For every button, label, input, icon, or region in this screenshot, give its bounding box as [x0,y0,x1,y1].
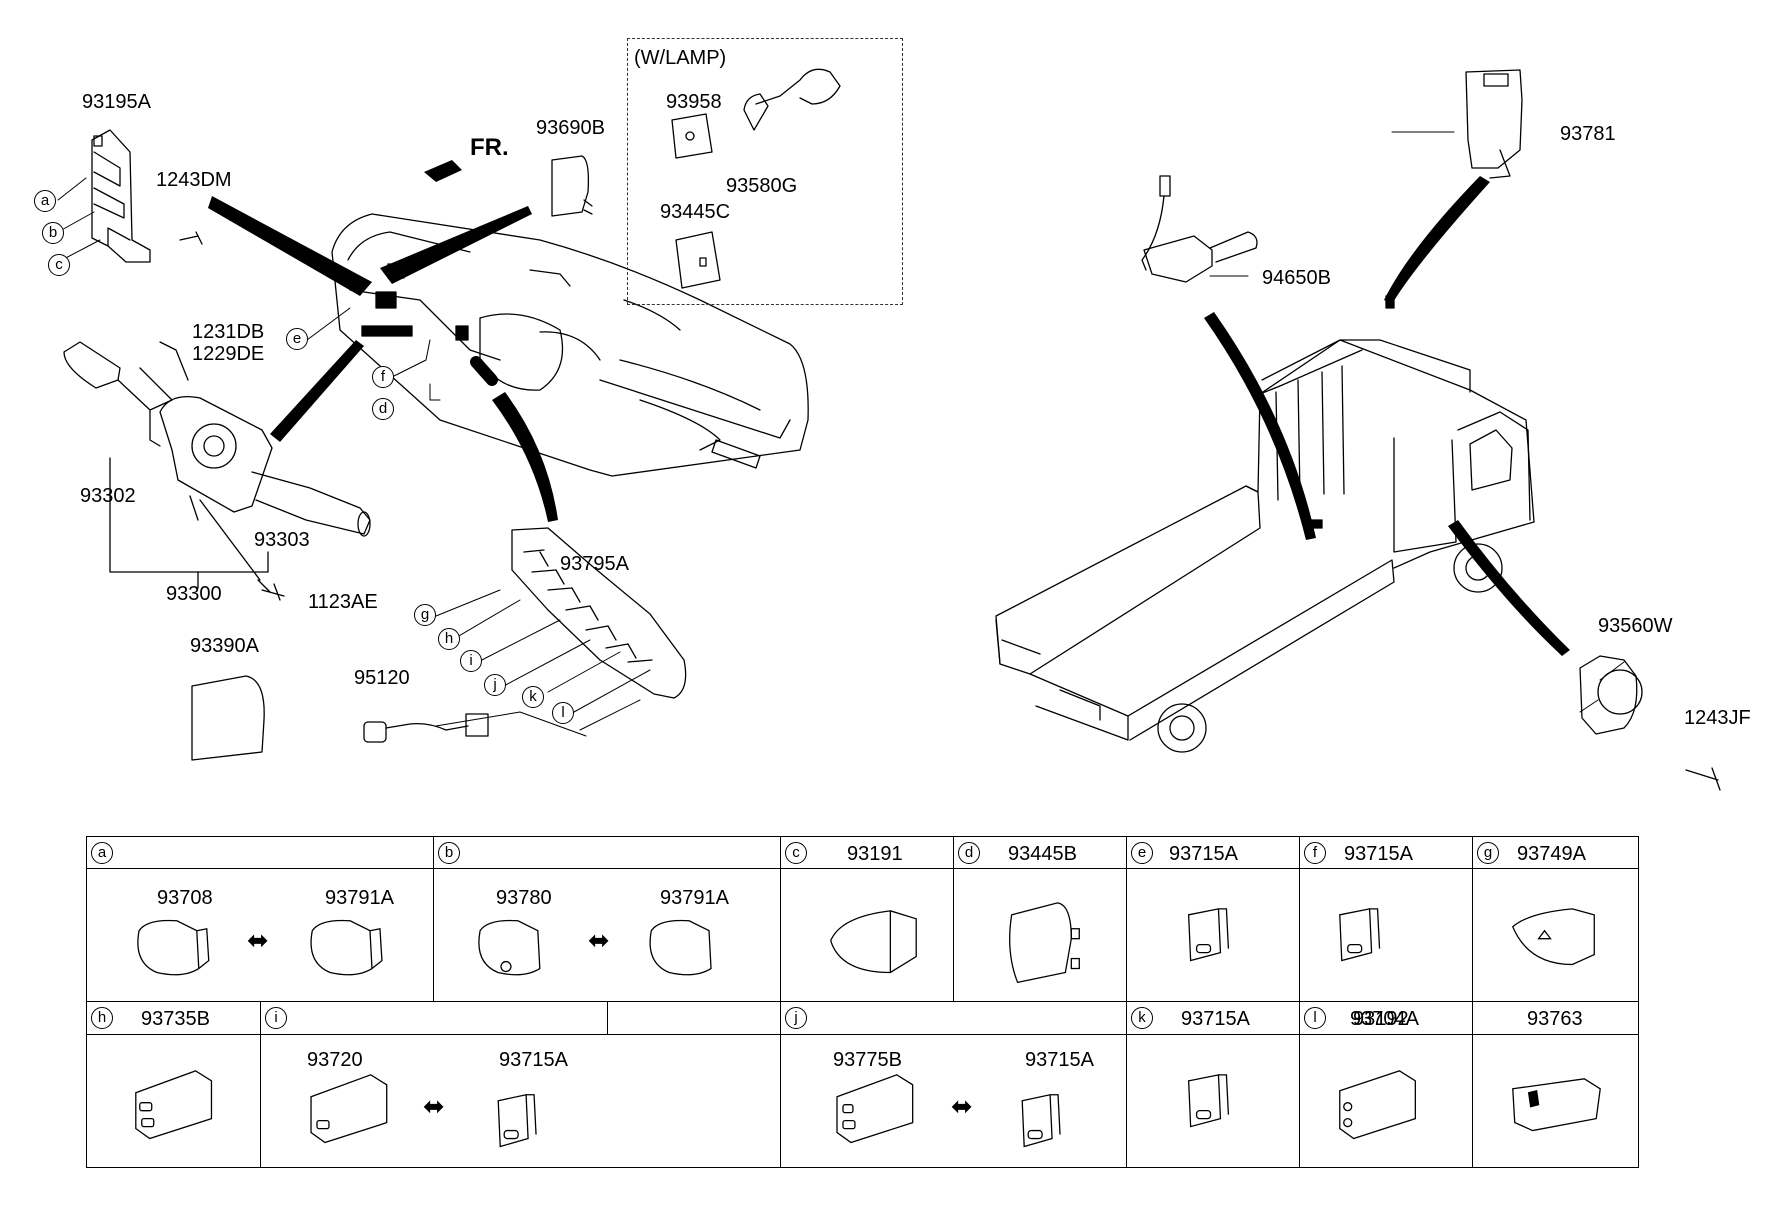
letter-b-callout: b [42,222,64,244]
callout-93303: 93303 [254,529,310,551]
screw-1243DM [179,231,203,245]
callout-93795A: 93795A [560,553,629,575]
legend-cell-93192-93763 [1472,1033,1639,1169]
callout-93781: 93781 [1560,123,1616,145]
legend-cell-a: 93708 93791A ⬌ [86,868,434,1003]
bezel-93795A-drawing [511,527,687,699]
cover-93390A [191,675,265,761]
legend-cell-j: 93775B 93715A ⬌ [780,1033,1127,1169]
sensor-94650B-drawing [1141,175,1258,283]
wlamp-group-box [627,38,903,305]
bracket-93195A-drawing [91,129,151,263]
callout-1243JF: 1243JF [1684,707,1751,729]
swap-arrow: ⬌ [247,925,269,956]
swap-arrow: ⬌ [951,1090,973,1121]
callout-93445C: 93445C [660,201,731,223]
letter-c-callout: c [48,254,70,276]
callout-1231DB: 1231DB [192,321,265,343]
legend-cell-g [1472,868,1639,1003]
cover-93690B [551,155,590,217]
legend-cell-h-i: 93720 93715A ⬌ [86,1033,781,1169]
callout-93300: 93300 [166,583,222,605]
callout-93560W: 93560W [1598,615,1673,637]
callout-1243DM: 1243DM [156,169,232,191]
leader-arrows [208,176,1570,656]
callout-93690B: 93690B [536,117,605,139]
bracket-lines-93300 [109,457,269,573]
legend-header-j: j [780,1001,1127,1035]
letter-f-callout: f [372,366,394,388]
legend-cell-f [1299,868,1473,1003]
switch-93560W-drawing [1579,655,1721,791]
letter-h-callout: h [438,628,460,650]
callout-94650B: 94650B [1262,267,1331,289]
callout-93958: 93958 [666,91,722,113]
legend-header-b: b [433,835,781,870]
callout-93390A: 93390A [190,635,259,657]
legend-header-93192-93763: 93192 93763 [1353,1001,1639,1035]
column-switch-drawing [63,341,371,593]
front-direction-arrow [424,160,462,182]
callout-93580G: 93580G [726,175,798,197]
legend-cell-d [953,868,1127,1003]
legend-cell-e [1126,868,1300,1003]
legend-cell-k [1126,1033,1300,1169]
letter-e-callout: e [286,328,308,350]
screw-1231DB [159,341,189,381]
legend-cell-l [1299,1033,1473,1169]
letter-g-callout: g [414,604,436,626]
front-direction-label: FR. [470,134,509,161]
letter-k-callout: k [522,686,544,708]
callout-93302: 93302 [80,485,136,507]
letter-i-callout: i [460,650,482,672]
legend-header-a: a [86,835,434,870]
swap-arrow: ⬌ [423,1090,445,1121]
letter-d-callout: d [372,398,394,420]
callout-93195A: 93195A [82,91,151,113]
dashboard-drawing [331,213,809,477]
callout-1229DE: 1229DE [192,343,265,365]
callout-95120: 95120 [354,667,410,689]
legend-cell-b: 93780 93791A ⬌ [433,868,781,1003]
letter-l-callout: l [552,702,574,724]
connector-95120-drawing [363,713,489,743]
wlamp-parts [671,68,841,289]
screw-1123AE [261,583,285,601]
callout-1123AE: 1123AE [308,591,378,613]
swap-arrow: ⬌ [588,925,610,956]
wlamp-label: (W/LAMP) [634,47,727,69]
thin-leaders [57,131,1625,737]
letter-a-callout: a [34,190,56,212]
switch-93781-drawing [1465,69,1523,179]
truck-drawing [995,295,1535,753]
legend-cell-c [780,868,954,1003]
letter-j-callout: j [484,674,506,696]
